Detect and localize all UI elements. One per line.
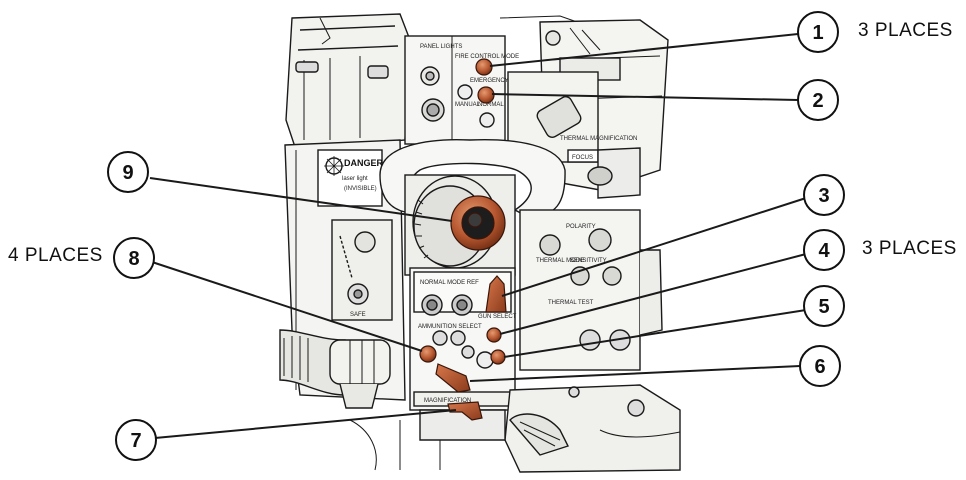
fire-control-knob-2 (477, 86, 495, 104)
places-label-top: 3 PLACES (858, 20, 953, 41)
thermal-magnification-label: THERMAL MAGNIFICATION (560, 136, 637, 142)
ammunition-select-label: AMMUNITION SELECT (418, 324, 482, 330)
normal-mode-ref-label: NORMAL MODE REF (420, 280, 479, 286)
fire-control-knob-1 (475, 58, 493, 76)
callout-3: 3 (803, 174, 845, 216)
danger-label: DANGER (344, 158, 384, 168)
callout-number: 3 (818, 185, 829, 207)
leader-lines (149, 33, 807, 439)
leader-2 (491, 93, 799, 101)
invisible-label: (INVISIBLE) (344, 186, 377, 192)
callout-4: 4 (803, 229, 845, 271)
callout-number: 4 (818, 240, 830, 262)
callout-7: 7 (115, 419, 157, 461)
magnification-label: MAGNIFICATION (424, 398, 471, 404)
lever-3 (485, 275, 507, 313)
places-label-left: 4 PLACES (8, 245, 103, 266)
panel-lights-label: PANEL LIGHTS (420, 44, 462, 50)
thermal-test-label: THERMAL TEST (548, 300, 594, 306)
places-label-mid: 3 PLACES (862, 238, 957, 259)
callout-6: 6 (799, 345, 841, 387)
upper-housing-left (285, 13, 411, 151)
callout-number: 1 (812, 22, 823, 44)
highlighted-controls (419, 58, 507, 421)
callout-number: 2 (812, 90, 823, 112)
focus-label: FOCUS (572, 155, 593, 161)
safe-label: SAFE (350, 312, 366, 318)
callout-9: 9 (107, 151, 149, 193)
callout-1: 1 (797, 11, 839, 53)
ammunition-lever (435, 363, 471, 393)
sensitivity-label: SENSITIVITY (570, 258, 607, 264)
callout-number: 5 (818, 296, 829, 318)
normal-label: NORMAL (478, 102, 504, 108)
callout-number: 7 (130, 430, 141, 452)
polarity-label: POLARITY (566, 224, 596, 230)
callout-number: 9 (122, 162, 133, 184)
callout-5: 5 (803, 285, 845, 327)
leader-6 (469, 365, 801, 382)
fire-control-mode-label: FIRE CONTROL MODE (455, 54, 519, 60)
leader-8 (151, 261, 423, 352)
laser-light-label: laser light (342, 176, 368, 182)
emergency-label: EMERGENCY (470, 78, 509, 84)
leader-9 (149, 177, 453, 222)
thermal-mode-label: THERMAL MODE (536, 258, 584, 264)
callout-markers: 1 2 3 4 5 6 7 8 (107, 11, 845, 461)
leader-3 (501, 197, 807, 297)
callout-number: 6 (814, 356, 825, 378)
knob-5 (490, 349, 506, 365)
ammunition-knob (419, 345, 437, 363)
leader-1 (489, 33, 799, 67)
leader-4 (499, 253, 807, 335)
leader-5 (503, 309, 807, 358)
gun-select-knob (486, 327, 502, 343)
leader-7 (154, 409, 457, 439)
callout-2: 2 (797, 79, 839, 121)
callout-8: 8 (113, 237, 155, 279)
magnification-lever (447, 401, 483, 421)
manual-label: MANUAL (455, 102, 481, 108)
gun-select-label: GUN SELECT (478, 314, 517, 320)
callout-number: 8 (128, 248, 139, 270)
equipment-drawing: PANEL LIGHTS FIRE CONTROL MODE EMERGENCY… (279, 13, 681, 473)
